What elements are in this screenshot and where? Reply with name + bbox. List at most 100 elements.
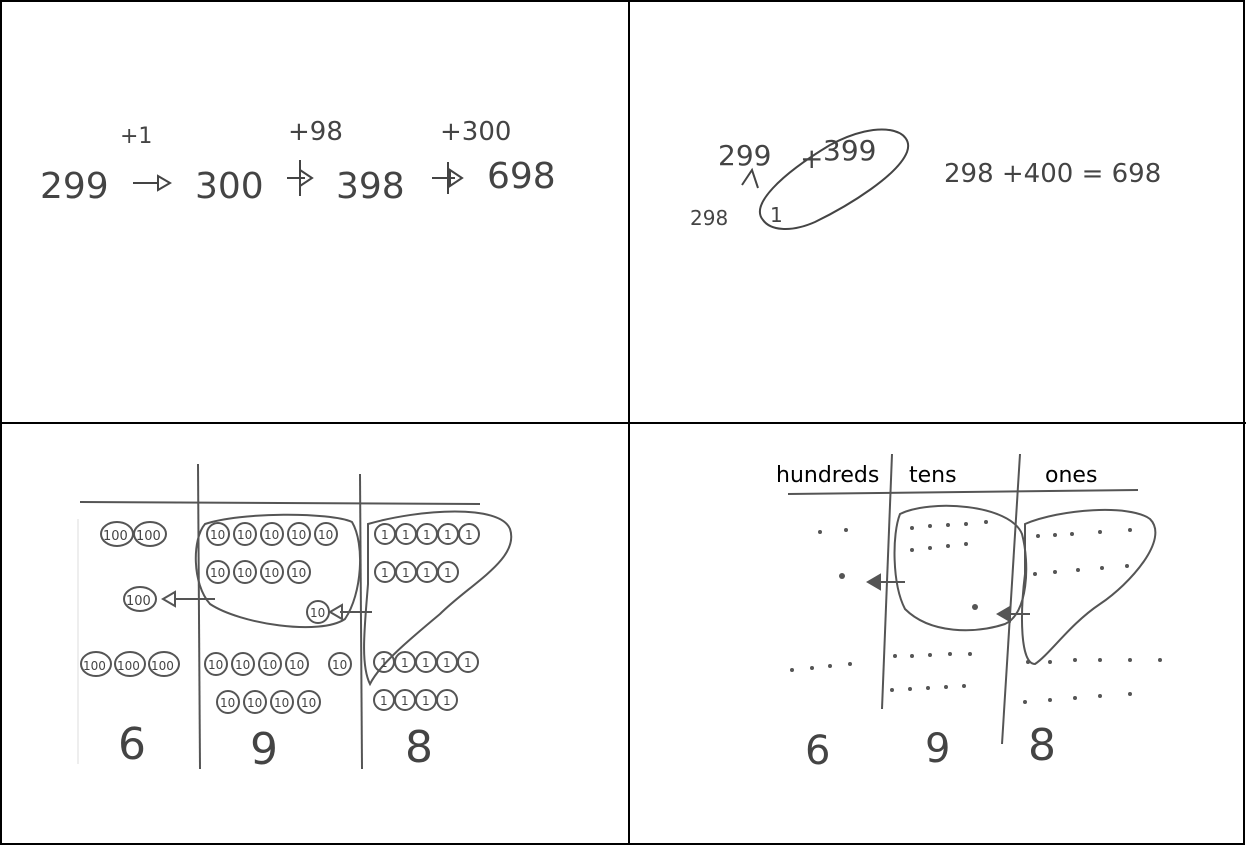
ten-chip: 10 <box>232 653 254 675</box>
digit-ones: 8 <box>405 722 433 773</box>
svg-text:1: 1 <box>423 566 431 580</box>
svg-text:1: 1 <box>380 656 388 670</box>
svg-text:1: 1 <box>401 656 409 670</box>
one-chip: 1 <box>437 690 457 710</box>
panel-compensation-strategy: 299 + 399 298 1 298 +400 = 698 <box>630 0 1246 423</box>
panel-base-ten-chips: 100 100 10 10 10 10 10 10 10 10 10 1 1 1… <box>0 424 629 845</box>
one-chip: 1 <box>375 524 395 544</box>
svg-text:100: 100 <box>103 529 128 544</box>
hundred-chip: 100 <box>149 652 179 676</box>
tens-dots <box>890 520 988 692</box>
svg-text:10: 10 <box>210 528 225 542</box>
svg-text:10: 10 <box>208 658 223 672</box>
one-chip: 1 <box>417 562 437 582</box>
start-number: 299 <box>40 166 109 207</box>
ten-chip: 10 <box>271 691 293 713</box>
header-ones: ones <box>1045 463 1097 488</box>
jump-op-3: +300 <box>440 117 511 147</box>
one-chip: 1 <box>375 562 395 582</box>
svg-text:1: 1 <box>443 694 451 708</box>
svg-text:10: 10 <box>318 528 333 542</box>
addend-left: 299 <box>718 139 771 172</box>
svg-text:10: 10 <box>264 528 279 542</box>
svg-text:1: 1 <box>443 656 451 670</box>
svg-text:10: 10 <box>247 696 262 710</box>
svg-text:1: 1 <box>444 528 452 542</box>
svg-text:10: 10 <box>310 606 325 620</box>
result-equation: 298 +400 = 698 <box>944 159 1161 189</box>
one-chip: 1 <box>438 524 458 544</box>
digit-hundreds: 6 <box>118 719 146 770</box>
decomposed-number: 298 <box>690 206 728 230</box>
svg-text:10: 10 <box>237 528 252 542</box>
moved-hundred-chip: 100 <box>124 587 156 611</box>
dots-drawing: hundreds tens ones <box>630 424 1246 845</box>
ten-chip: 10 <box>286 653 308 675</box>
svg-text:1: 1 <box>444 566 452 580</box>
svg-text:1: 1 <box>380 694 388 708</box>
one-chip: 1 <box>395 652 415 672</box>
svg-text:100: 100 <box>83 659 106 673</box>
jump-result-1: 300 <box>195 166 264 207</box>
plus-sign: + <box>800 142 823 175</box>
svg-text:100: 100 <box>117 659 140 673</box>
hundred-chip: 100 <box>134 522 166 546</box>
panel-jump-strategy: 299 +1 300 +98 398 +300 698 <box>0 0 629 423</box>
moved-ten-chip: 10 <box>307 601 329 623</box>
extracted-one: 1 <box>770 203 783 227</box>
svg-text:1: 1 <box>381 566 389 580</box>
ten-chip: 10 <box>207 561 229 583</box>
ten-chip: 10 <box>234 523 256 545</box>
decompose-stroke <box>742 170 758 188</box>
compensation-drawing: 299 + 399 298 1 298 +400 = 698 <box>630 0 1246 423</box>
svg-text:100: 100 <box>151 659 174 673</box>
svg-text:10: 10 <box>235 658 250 672</box>
arrow-left-icon <box>998 607 1030 621</box>
ones-dots <box>1023 528 1162 704</box>
one-chip: 1 <box>395 690 415 710</box>
ten-chip: 10 <box>205 653 227 675</box>
hundreds-dots <box>790 528 852 672</box>
jump-result-3: 698 <box>487 156 556 197</box>
ten-chip: 10 <box>288 523 310 545</box>
arrow-icon <box>287 160 312 196</box>
svg-text:1: 1 <box>465 528 473 542</box>
svg-text:1: 1 <box>423 528 431 542</box>
one-chip: 1 <box>437 652 457 672</box>
ten-chip: 10 <box>288 561 310 583</box>
svg-text:100: 100 <box>126 594 151 609</box>
addend-right: 399 <box>823 134 876 167</box>
jump-op-1: +1 <box>120 124 152 149</box>
digit-hundreds: 6 <box>805 728 830 774</box>
hundred-chip: 100 <box>81 652 111 676</box>
hundred-chip: 100 <box>115 652 145 676</box>
svg-text:1: 1 <box>401 694 409 708</box>
ten-chip: 10 <box>217 691 239 713</box>
one-chip: 1 <box>396 562 416 582</box>
svg-text:10: 10 <box>291 528 306 542</box>
svg-text:10: 10 <box>210 566 225 580</box>
ten-chip: 10 <box>261 523 283 545</box>
svg-text:10: 10 <box>291 566 306 580</box>
svg-text:10: 10 <box>237 566 252 580</box>
svg-text:1: 1 <box>402 566 410 580</box>
arrow-left-icon <box>163 592 215 606</box>
svg-text:1: 1 <box>422 656 430 670</box>
digit-tens: 9 <box>250 724 278 775</box>
one-chip: 1 <box>438 562 458 582</box>
ten-chip: 10 <box>329 653 351 675</box>
ten-chip: 10 <box>261 561 283 583</box>
svg-text:10: 10 <box>289 658 304 672</box>
one-chip: 1 <box>416 652 436 672</box>
svg-text:1: 1 <box>464 656 472 670</box>
ten-chip: 10 <box>244 691 266 713</box>
svg-text:10: 10 <box>301 696 316 710</box>
ten-chip: 10 <box>234 561 256 583</box>
header-tens: tens <box>909 463 957 488</box>
header-hundreds: hundreds <box>776 463 879 488</box>
svg-text:10: 10 <box>332 658 347 672</box>
one-chip: 1 <box>458 652 478 672</box>
jump-strategy-drawing: 299 +1 300 +98 398 +300 698 <box>0 0 629 423</box>
svg-text:10: 10 <box>264 566 279 580</box>
svg-text:1: 1 <box>402 528 410 542</box>
